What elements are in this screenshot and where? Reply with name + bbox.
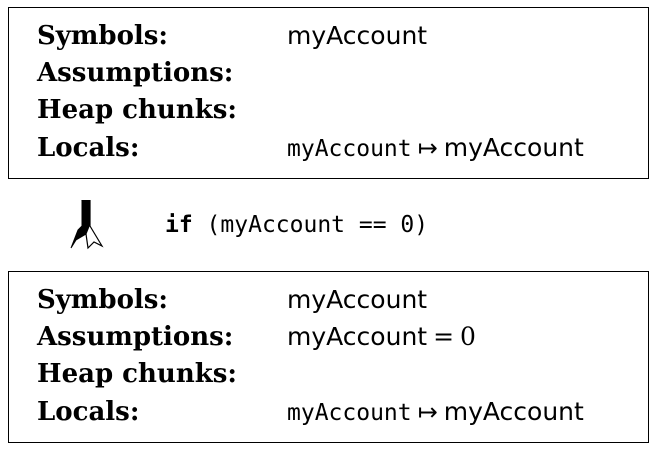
equals-symbol: = xyxy=(433,322,455,351)
branch-arrow-icon xyxy=(70,200,104,250)
locals-row: Locals: myAccount↦myAccount xyxy=(37,394,638,430)
assumptions-label: Assumptions: xyxy=(37,58,234,88)
maps-to-symbol: ↦ xyxy=(417,134,438,162)
symbols-label: Symbols: xyxy=(37,285,169,315)
state-box-after: Symbols: myAccount Assumptions: myAccoun… xyxy=(8,271,649,443)
symbols-row: Symbols: myAccount xyxy=(37,282,638,318)
symbols-value: myAccount xyxy=(287,21,428,50)
locals-value: myAccount↦myAccount xyxy=(287,394,584,431)
assumptions-value: myAccount=0 xyxy=(287,319,476,355)
locals-row: Locals: myAccount↦myAccount xyxy=(37,130,638,166)
maps-to-symbol: ↦ xyxy=(417,398,438,426)
locals-label: Locals: xyxy=(37,133,140,163)
assumption-rhs: 0 xyxy=(460,322,476,351)
condition-expression: (myAccount == 0) xyxy=(192,212,429,238)
assumption-lhs: myAccount xyxy=(287,322,428,351)
transition-condition: if (myAccount == 0) xyxy=(165,208,428,242)
locals-value: myAccount↦myAccount xyxy=(287,130,584,167)
symbols-label: Symbols: xyxy=(37,21,169,51)
heap-chunks-label: Heap chunks: xyxy=(37,359,237,389)
symbols-value: myAccount xyxy=(287,285,428,314)
local-variable-value: myAccount xyxy=(443,397,584,426)
heap-chunks-row: Heap chunks: xyxy=(37,356,638,392)
symbols-row: Symbols: myAccount xyxy=(37,18,638,54)
state-box-before: Symbols: myAccount Assumptions: Heap chu… xyxy=(8,7,649,179)
heap-chunks-label: Heap chunks: xyxy=(37,95,237,125)
local-variable-name: myAccount xyxy=(287,136,412,162)
assumptions-label: Assumptions: xyxy=(37,322,234,352)
if-keyword: if xyxy=(165,212,193,238)
assumptions-row: Assumptions: xyxy=(37,55,638,91)
local-variable-value: myAccount xyxy=(443,133,584,162)
heap-chunks-row: Heap chunks: xyxy=(37,92,638,128)
locals-label: Locals: xyxy=(37,397,140,427)
assumptions-row: Assumptions: myAccount=0 xyxy=(37,319,638,355)
local-variable-name: myAccount xyxy=(287,400,412,426)
